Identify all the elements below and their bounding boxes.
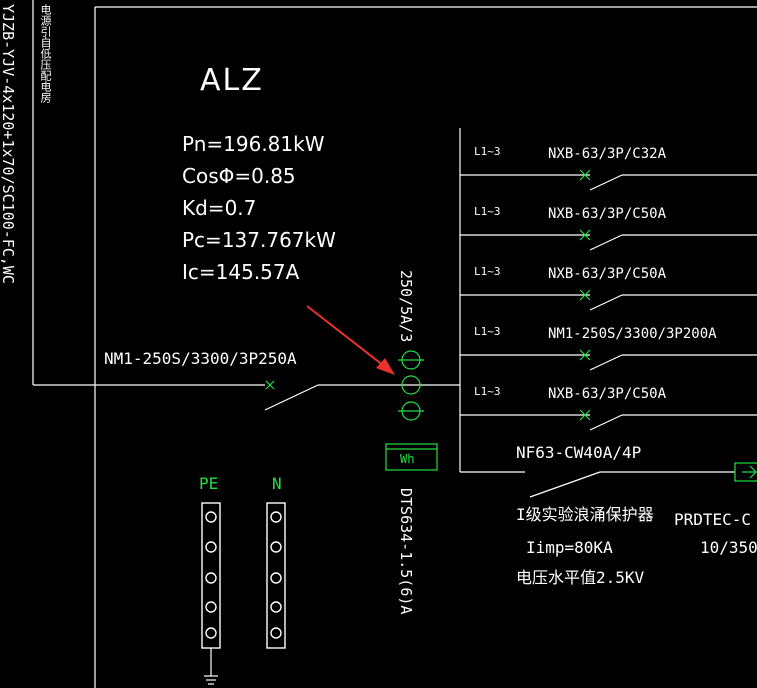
pe-bus-bar xyxy=(201,502,221,649)
spd-rating-label: 10/350 xyxy=(700,538,757,557)
branch-5-phase: L1~3 xyxy=(474,385,501,398)
current-transformer xyxy=(398,350,424,421)
param-pn: Pn=196.81kW xyxy=(182,132,325,156)
spd-desc-label: I级实验浪涌保护器 xyxy=(516,505,654,524)
ct-ratio-label: 250/5A/3 xyxy=(397,270,415,343)
feeder-cable-label: YJZB-YJV-4x120+1x70/SC100-FC,WC xyxy=(0,4,17,284)
pe-bus-label: PE xyxy=(199,474,219,493)
branch-5-lines xyxy=(460,414,757,431)
param-kd: Kd=0.7 xyxy=(182,196,257,220)
n-bus-label: N xyxy=(272,474,282,493)
feeder-source-note: 电源引自低压配电房 xyxy=(39,4,52,103)
branch-2-breaker: NXB-63/3P/C50A xyxy=(548,206,667,222)
branch-4-x-marker xyxy=(579,349,591,361)
main-breaker-x-marker xyxy=(265,380,275,390)
param-cos: CosΦ=0.85 xyxy=(182,164,296,188)
panel-name: ALZ xyxy=(200,63,264,98)
branch-5-breaker: NXB-63/3P/C50A xyxy=(548,386,667,402)
branch-1-breaker: NXB-63/3P/C32A xyxy=(548,146,667,162)
branch-2-lines xyxy=(460,234,757,251)
spd-level-label: 电压水平值2.5KV xyxy=(516,568,645,587)
energy-meter xyxy=(385,443,438,471)
branch-3-phase: L1~3 xyxy=(474,265,501,278)
meter-wh-label: Wh xyxy=(400,452,415,466)
param-ic: Ic=145.57A xyxy=(182,260,300,284)
branch-2-x-marker xyxy=(579,229,591,241)
spd-iimp-label: Iimp=80KA xyxy=(526,538,613,557)
meter-model-label: DTS634-1.5(6)A xyxy=(397,488,415,615)
main-breaker-blade xyxy=(264,384,319,411)
branch-5-x-marker xyxy=(579,409,591,421)
red-arrow-icon xyxy=(306,305,395,375)
spd-breaker-label: NF63-CW40A/4P xyxy=(516,443,642,462)
branch-3-lines xyxy=(460,294,757,311)
ground-symbol xyxy=(204,648,218,685)
branch-4-phase: L1~3 xyxy=(474,325,501,338)
branch-1-lines xyxy=(460,174,757,191)
branch-4-breaker: NM1-250S/3300/3P200A xyxy=(548,326,717,342)
n-bus-bar xyxy=(266,502,286,649)
main-breaker-label: NM1-250S/3300/3P250A xyxy=(104,349,297,368)
param-pc: Pc=137.767kW xyxy=(182,228,336,252)
branch-3-breaker: NXB-63/3P/C50A xyxy=(548,266,667,282)
spd-model-label: PRDTEC-C xyxy=(674,510,752,529)
branch-2-phase: L1~3 xyxy=(474,205,501,218)
branch-1-x-marker xyxy=(579,169,591,181)
branch-4-lines xyxy=(460,354,757,371)
branch-1-phase: L1~3 xyxy=(474,145,501,158)
branch-3-x-marker xyxy=(579,289,591,301)
spd-branch-lines xyxy=(460,471,735,498)
spd-device xyxy=(734,462,757,482)
